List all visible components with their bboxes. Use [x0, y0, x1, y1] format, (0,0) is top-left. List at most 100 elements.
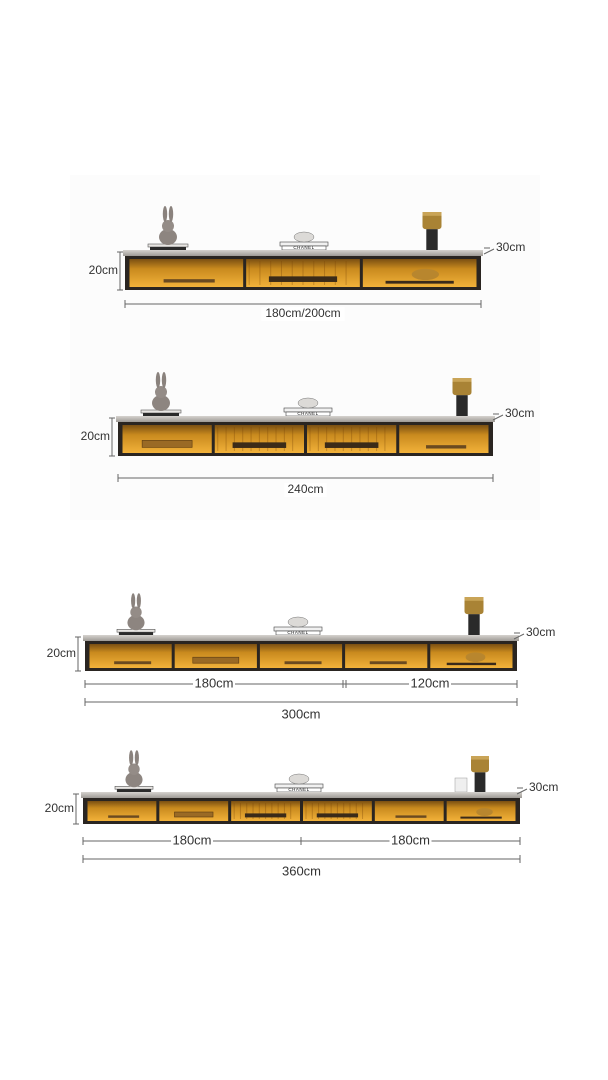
cabinet-top-slab: [116, 416, 495, 422]
width-label-right: 120cm: [410, 675, 449, 690]
label-backdrop: [261, 307, 345, 321]
label-backdrop: [389, 834, 432, 848]
cabinet-top-slab: [81, 792, 522, 798]
shelf-plate: [163, 279, 215, 283]
width-label-right: 180cm: [391, 832, 430, 847]
book-spine-text: CHANEL: [287, 630, 308, 635]
shelf-plate: [108, 815, 140, 818]
rabbit-figurine-icon: [147, 206, 189, 250]
book-spine-text: CHANEL: [293, 245, 314, 250]
shelf-box: [174, 811, 214, 818]
book-spine-text: CHANEL: [297, 411, 318, 416]
rabbit-figurine-icon: [114, 750, 154, 792]
shelf-vase: [476, 808, 493, 816]
compartment-light: [246, 259, 360, 287]
cabinet-compartment: [214, 425, 304, 453]
depth-label: 30cm: [496, 240, 525, 254]
book-stack-icon: CHANEL: [283, 397, 333, 417]
cabinet-compartment: [307, 425, 397, 453]
table-lamp-icon: [464, 597, 484, 635]
height-label: 20cm: [47, 646, 76, 660]
shelf-tray: [385, 280, 454, 284]
table-lamp-icon: [452, 378, 472, 416]
width-label: 240cm: [287, 482, 323, 496]
compartment-light: [399, 425, 489, 453]
book-stack-icon: CHANEL: [274, 773, 324, 793]
compartment-light: [174, 644, 257, 668]
compartment-light: [129, 259, 244, 287]
total-width-label: 300cm: [281, 706, 320, 721]
compartment-light: [159, 801, 229, 821]
rabbit-figurine-icon: [140, 372, 182, 416]
depth-label: 30cm: [526, 625, 555, 639]
cabinet-compartment: [446, 801, 516, 821]
compartment-light: [122, 425, 212, 453]
cabinet-compartment: [362, 259, 477, 287]
label-backdrop: [171, 834, 213, 848]
compartment-light: [214, 425, 304, 453]
cabinet-compartment: [174, 644, 257, 668]
total-width-label: 360cm: [282, 863, 321, 878]
cabinet-compartment: [399, 425, 489, 453]
label-backdrop: [284, 483, 327, 497]
cabinet-compartment: [89, 644, 172, 668]
shelf-player: [244, 813, 287, 818]
compartment-light: [259, 644, 343, 668]
cabinet-top-slab: [123, 250, 483, 256]
cabinet-compartment: [345, 644, 428, 668]
rabbit-figurine-icon: [116, 593, 156, 635]
book-stack-icon: CHANEL: [273, 616, 323, 636]
cabinet-compartment: [430, 644, 513, 668]
cabinet-compartment: [303, 801, 372, 821]
compartment-light: [307, 425, 397, 453]
shelf-plate: [114, 661, 152, 665]
book-stack-icon: CHANEL: [279, 231, 329, 251]
compartment-light: [345, 644, 428, 668]
width-label: 180cm/200cm: [265, 306, 340, 320]
depth-dimension-line: [492, 414, 504, 421]
cabinet-compartment: [231, 801, 300, 821]
shelf-player: [268, 276, 338, 282]
cabinet-compartment: [129, 259, 244, 287]
shelf-player: [316, 813, 359, 818]
shelf-vase: [465, 652, 486, 662]
depth-dimension-line: [483, 248, 495, 255]
shelf-player: [232, 442, 287, 448]
cabinet-compartment: [159, 801, 229, 821]
shelf-plate: [395, 815, 427, 818]
cabinet-compartment: [87, 801, 157, 821]
depth-label: 30cm: [505, 406, 534, 420]
cabinet-top-slab: [83, 635, 519, 641]
shelf-player: [324, 442, 379, 448]
shelf-plate: [284, 661, 322, 665]
cabinet-compartment: [259, 644, 343, 668]
shelf-plate: [426, 445, 467, 449]
height-label: 20cm: [89, 263, 118, 277]
compartment-light: [374, 801, 444, 821]
depth-dimension-line: [513, 633, 525, 640]
compartment-light: [89, 644, 172, 668]
table-lamp-icon: [422, 212, 442, 250]
cup-icon: [454, 777, 468, 793]
width-label-left: 180cm: [172, 832, 211, 847]
depth-dimension-line: [516, 788, 528, 795]
cabinet-diagram-180-200: CHANEL 20cm 30cm 180cm/200cm: [89, 206, 525, 321]
shelf-box: [192, 656, 240, 664]
height-label: 20cm: [45, 801, 74, 815]
shelf-plate: [369, 661, 407, 665]
shelf-tray: [446, 662, 497, 666]
table-lamp-icon: [471, 756, 489, 792]
compartment-light: [87, 801, 157, 821]
shelf-vase: [411, 268, 439, 280]
cabinet-compartment: [122, 425, 212, 453]
label-backdrop: [193, 677, 235, 691]
width-label-left: 180cm: [194, 675, 233, 690]
book-spine-text: CHANEL: [288, 787, 309, 792]
cabinet-compartment: [374, 801, 444, 821]
top-panel: [0, 0, 608, 560]
cabinet-diagram-300: CHANEL 20cm 30cm 180cm 120cm 300cm: [47, 593, 555, 721]
shelf-tray: [460, 816, 502, 819]
